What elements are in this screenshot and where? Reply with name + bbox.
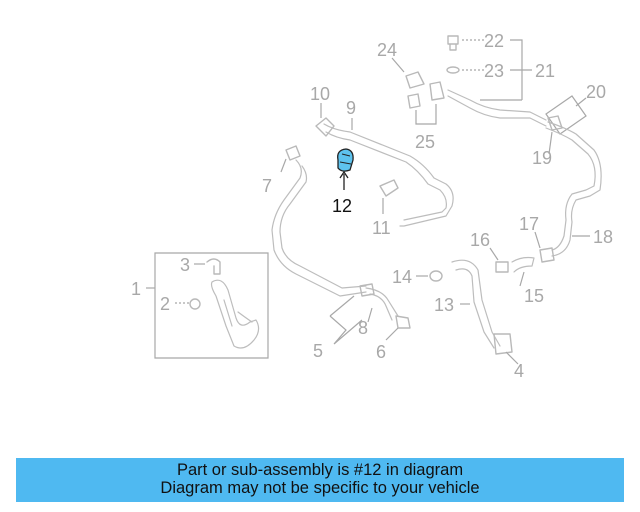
part-group-18 — [534, 95, 602, 263]
callout-23: 23 — [484, 61, 504, 81]
part-group-21 — [391, 35, 547, 127]
callout-20: 20 — [586, 82, 606, 102]
callout-5: 5 — [313, 341, 323, 361]
callout-8: 8 — [358, 318, 368, 338]
callout-9: 9 — [346, 98, 356, 118]
callout-2: 2 — [160, 294, 170, 314]
callout-1: 1 — [131, 279, 141, 299]
callout-15: 15 — [524, 286, 544, 306]
part-group-1 — [146, 252, 269, 359]
callout-24: 24 — [377, 40, 397, 60]
parts-diagram: 1 2 3 7 5 8 6 10 9 11 12 — [131, 31, 613, 381]
callout-10: 10 — [310, 84, 330, 104]
callout-22: 22 — [484, 31, 504, 51]
banner-line-2: Diagram may not be specific to your vehi… — [160, 479, 480, 497]
callout-19: 19 — [532, 148, 552, 168]
callout-12: 12 — [332, 196, 352, 216]
callout-16: 16 — [470, 230, 490, 250]
callout-18: 18 — [593, 227, 613, 247]
callout-14: 14 — [392, 267, 412, 287]
callout-13: 13 — [434, 295, 454, 315]
highlighted-part-12 — [337, 148, 354, 190]
callout-25: 25 — [415, 132, 435, 152]
info-banner: Part or sub-assembly is #12 in diagram D… — [16, 458, 624, 502]
coolant-hose-9 — [315, 103, 454, 227]
callout-21: 21 — [535, 61, 555, 81]
banner-line-1: Part or sub-assembly is #12 in diagram — [176, 461, 464, 479]
callout-3: 3 — [180, 255, 190, 275]
callout-7: 7 — [262, 176, 272, 196]
part-group-13 — [416, 247, 535, 365]
coolant-hose-7 — [271, 145, 411, 345]
callout-6: 6 — [376, 342, 386, 362]
callout-11: 11 — [372, 218, 391, 238]
callout-17: 17 — [519, 214, 539, 234]
callout-4: 4 — [514, 361, 524, 381]
